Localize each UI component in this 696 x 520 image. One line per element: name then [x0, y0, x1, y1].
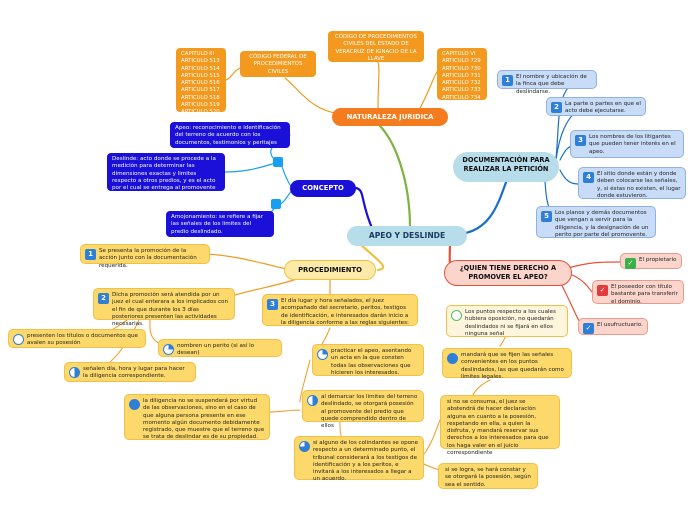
checkbox-checked-icon: ✓ [583, 323, 594, 334]
concepto-node[interactable]: CONCEPTO [290, 180, 356, 197]
item-text: si se logra, se hará constar y se otorga… [445, 467, 531, 488]
al-demarcar-item[interactable]: al demarcar los limites del terreno desl… [302, 390, 424, 429]
practicar-apeo-item[interactable]: practicar el apeo, asentando un acta en … [312, 344, 424, 376]
item-text: practicar el apeo, asentando un acta en … [331, 348, 412, 376]
progress-0-icon [451, 310, 462, 321]
doc-item-text: Los planos y demás documentos que vengan… [555, 210, 649, 238]
no-consuma-item[interactable]: si no se consuma, el juez se abstendrá d… [440, 395, 560, 456]
number-5-icon: 5 [541, 211, 552, 222]
item-text: al demarcar los limites del terreno desl… [321, 394, 418, 430]
item-text: Los puntos respecto a los cuales hubiera… [465, 309, 556, 337]
item-text: si alguno de los colindantes se opone re… [313, 440, 419, 483]
item-text: El propietario [639, 257, 677, 263]
item-text: presenten los títulos o documentos que a… [27, 333, 138, 347]
doc-item-2[interactable]: 2 La parte o partes en que el acto debe … [546, 97, 646, 116]
capitulo-iii-node[interactable]: CAPITULO III ARTICULO 513 ARTICULO 514 A… [176, 48, 226, 115]
item-text: si no se consuma, el juez se abstendrá d… [447, 399, 549, 456]
procedimiento-step-3[interactable]: 3 El día lugar y hora señalados, el juez… [262, 294, 418, 326]
item-text: la diligencia no se suspenderá por virtu… [143, 398, 265, 441]
item-text: nombren un perito (si así lo desean) [177, 343, 255, 357]
usufructuario-item[interactable]: ✓ El usufructuario. [578, 318, 648, 335]
step-text: El día lugar y hora señalados, el juez a… [281, 298, 409, 326]
colindantes-item[interactable]: si alguno de los colindantes se opone re… [294, 436, 424, 483]
procedimiento-step-1[interactable]: 1 Se presenta la promoción de la acción … [80, 244, 210, 269]
number-2-icon: 2 [98, 293, 109, 304]
concepto-connector-square [273, 157, 283, 167]
poseedor-item[interactable]: ✓ El poseedor con título bastante para t… [592, 280, 684, 305]
progress-25-icon [317, 349, 328, 360]
central-topic[interactable]: APEO Y DESLINDE [347, 226, 467, 246]
procedimiento-step-2[interactable]: 2 Dicha promoción será atendida por un j… [93, 288, 235, 327]
no-suspendera-item[interactable]: la diligencia no se suspenderá por virtu… [124, 394, 270, 440]
progress-75-icon [299, 441, 310, 452]
capitulo-vi-node[interactable]: CAPITULO VI ARTICULO 729 ARTICULO 730 AR… [437, 48, 487, 101]
doc-item-3[interactable]: 3 Los nombres de los litigantes que pued… [570, 130, 684, 158]
number-2-icon: 2 [551, 102, 562, 113]
number-1-icon: 1 [502, 75, 513, 86]
checkbox-checked-icon: ✓ [597, 285, 608, 296]
doc-item-4[interactable]: 4 El sitio donde están y donde deben col… [578, 167, 686, 199]
concepto-connector-square-2 [271, 199, 281, 209]
step-text: Dicha promoción será atendida por un jue… [112, 292, 229, 328]
progress-100-icon [447, 353, 458, 364]
documentacion-node[interactable]: DOCUMENTACIÓN PARA REALIZAR LA PETICIÓN [453, 152, 559, 182]
apeo-definition[interactable]: Apeo: reconocimiento e identificación de… [170, 122, 290, 148]
doc-item-text: La parte o partes en que el acto debe ej… [565, 101, 641, 115]
item-text: señalen día, hora y lugar para hacer la … [83, 366, 185, 380]
doc-item-text: El sitio donde están y donde deben coloc… [597, 171, 681, 199]
perito-item[interactable]: nombren un perito (si así lo desean) [158, 339, 282, 357]
progress-100-icon [129, 399, 140, 410]
titulos-item[interactable]: presenten los títulos o documentos que a… [8, 329, 146, 348]
number-3-icon: 3 [575, 135, 586, 146]
item-text: El usufructuario. [597, 322, 643, 328]
senalen-item[interactable]: señalen día, hora y lugar para hacer la … [64, 362, 196, 382]
item-text: El poseedor con título bastante para tra… [611, 284, 678, 305]
quien-tiene-derecho-node[interactable]: ¿QUIEN TIENE DERECHO A PROMOVER EL APEO? [444, 260, 572, 286]
item-text: mandará que se fijen las señales conveni… [461, 352, 564, 380]
progress-25-icon [163, 344, 174, 355]
codigo-federal-node[interactable]: CÓDIGO FEDERAL DE PROCEDIMIENTOS CIVILES [240, 51, 316, 77]
deslinde-definition[interactable]: Deslinde: acto donde se procede a la med… [107, 153, 225, 198]
progress-0-icon [13, 334, 24, 345]
doc-item-5[interactable]: 5 Los planos y demás documentos que veng… [536, 206, 656, 238]
number-3-icon: 3 [267, 299, 278, 310]
codigo-veracruz-node[interactable]: CÓDIGO DE PROCEDIMIENTOS CIVILES DEL EST… [328, 31, 424, 62]
procedimiento-node[interactable]: PROCEDIMIENTO [284, 260, 376, 280]
amojonamiento-definition[interactable]: Amojonamiento: se refiere a fijar las se… [166, 211, 274, 237]
propietario-item[interactable]: ✓ El propietario [620, 253, 682, 269]
step-text: Se presenta la promoción de la acción ju… [99, 248, 197, 269]
progress-50-icon [69, 367, 80, 378]
puntos-oposicion-item[interactable]: Los puntos respecto a los cuales hubiera… [446, 305, 568, 337]
doc-item-1[interactable]: 1 El nombre y ubicación de la finca que … [497, 70, 597, 95]
doc-item-text: Los nombres de los litigantes que pueden… [589, 134, 676, 155]
checkbox-checked-icon: ✓ [625, 258, 636, 269]
doc-item-text: El nombre y ubicación de la finca que de… [516, 74, 587, 95]
naturaleza-juridica-node[interactable]: NATURALEZA JURIDICA [332, 108, 448, 126]
number-4-icon: 4 [583, 172, 594, 183]
se-logra-item[interactable]: si se logra, se hará constar y se otorga… [438, 463, 538, 489]
number-1-icon: 1 [85, 249, 96, 260]
mandara-item[interactable]: mandará que se fijen las señales conveni… [442, 348, 572, 380]
progress-50-icon [307, 395, 318, 406]
